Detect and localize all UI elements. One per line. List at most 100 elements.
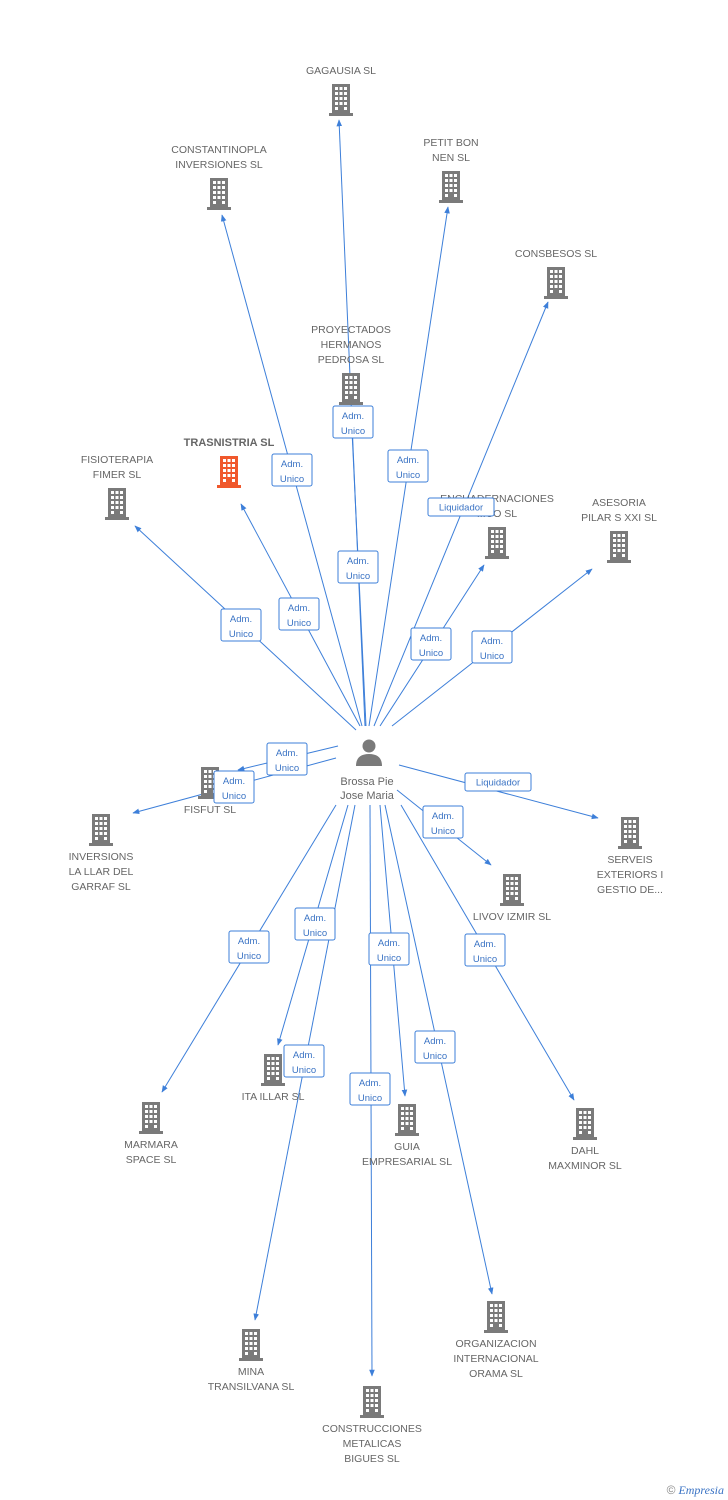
company-name: GAGAUSIA SL [306, 65, 376, 77]
edge-label-text: Unico [275, 763, 299, 774]
edge-label-text: Adm. [420, 633, 442, 644]
edge-label-box [427, 497, 495, 517]
edge-label-encuadernaciones[interactable]: Adm. Unico [410, 627, 452, 661]
edge-label-text: Unico [287, 618, 311, 629]
edge-label-consbesos[interactable]: Liquidador [427, 497, 495, 517]
company-name: CONSTANTINOPLA [171, 144, 266, 156]
person-name: Jose Maria [340, 790, 395, 802]
building-icon [360, 1386, 384, 1418]
edge-label-ita-illar[interactable]: Adm.Unico [294, 907, 336, 941]
company-node-ita-illar[interactable]: ITA ILLAR SL [242, 1054, 305, 1103]
edge-label-text: Adm. [223, 776, 245, 787]
company-node-consbesos[interactable]: CONSBESOS SL [515, 248, 597, 299]
company-node-mina[interactable]: MINA TRANSILVANA SL [208, 1329, 295, 1393]
edge-label-guia[interactable]: Adm.Unico [368, 932, 410, 966]
company-name: PROYECTADOS [311, 324, 391, 336]
person-icon [356, 739, 382, 766]
company-node-fisfut[interactable]: FISFUT SL [184, 767, 236, 816]
edge-label-text: Adm. [347, 556, 369, 567]
edge-label-petit-bon[interactable]: Adm.Unico [387, 449, 429, 483]
company-node-proyectados[interactable]: PROYECTADOS HERMANOS PEDROSA SL [311, 324, 391, 405]
edge-label-gagausia[interactable]: Adm. Unico [332, 405, 374, 439]
edge-label-text: Adm. [293, 1050, 315, 1061]
company-name: PEDROSA SL [318, 354, 385, 366]
company-name: ORAMA SL [469, 1368, 523, 1380]
company-node-trasnistria[interactable]: TRASNISTRIA SL [184, 437, 275, 488]
company-name: ASESORIA [592, 497, 646, 509]
company-node-constantinopla[interactable]: CONSTANTINOPLA INVERSIONES SL [171, 144, 267, 210]
edge-label-text: Unico [431, 826, 455, 837]
building-icon [618, 817, 642, 849]
edge-label-text: Adm. [342, 411, 364, 422]
company-node-gagausia[interactable]: GAGAUSIA SL [306, 65, 376, 116]
company-name: GESTIO DE... [597, 884, 663, 896]
edge-label-text: Adm. [474, 939, 496, 950]
edge-label-mina[interactable]: Adm.Unico [283, 1044, 325, 1078]
edge-label-box [422, 805, 464, 839]
building-icon [484, 1301, 508, 1333]
company-name: MARMARA [124, 1139, 178, 1151]
company-name: INVERSIONS [69, 851, 134, 863]
edge-label-text: Adm. [481, 636, 503, 647]
building-icon [439, 171, 463, 203]
edge-label-text: Unico [237, 951, 261, 962]
company-name: HERMANOS [321, 339, 382, 351]
building-icon [395, 1104, 419, 1136]
company-name: INVERSIONES SL [175, 159, 263, 171]
company-name: BIGUES SL [344, 1453, 400, 1465]
edge-label-text: Unico [419, 648, 443, 659]
building-icon [217, 456, 241, 488]
edge-label-asesoria[interactable]: Adm. Unico [471, 630, 513, 664]
company-name: PILAR S XXI SL [581, 512, 657, 524]
edge-label-text: Unico [341, 426, 365, 437]
building-icon [485, 527, 509, 559]
building-icon [329, 84, 353, 116]
company-name: MAXMINOR SL [548, 1160, 622, 1172]
company-name: EXTERIORS I [597, 869, 664, 881]
building-icon [607, 531, 631, 563]
edge-label-proyectados[interactable]: Adm.Unico [337, 550, 379, 584]
company-node-livov[interactable]: LIVOV IZMIR SL [473, 874, 551, 923]
brand-name: Empresia [678, 1483, 724, 1497]
edge-label-inversions[interactable]: Adm.Unico [213, 770, 255, 804]
edge-label-serveis[interactable]: Liquidador [464, 772, 532, 792]
edge-label-dahl[interactable]: Adm. Unico [464, 933, 506, 967]
company-name: LA LLAR DEL [69, 866, 134, 878]
company-name: EMPRESARIAL SL [362, 1156, 452, 1168]
company-node-asesoria[interactable]: ASESORIA PILAR S XXI SL [581, 497, 657, 563]
company-node-inversions[interactable]: INVERSIONS LA LLAR DEL GARRAF SL [69, 814, 134, 893]
company-name: TRANSILVANA SL [208, 1381, 295, 1393]
edge-label-text: Unico [480, 651, 504, 662]
edge-label-box [266, 742, 308, 776]
company-name: GARRAF SL [71, 881, 131, 893]
company-name: NEN SL [432, 152, 470, 164]
building-icon [139, 1102, 163, 1134]
edge-label-organizacion[interactable]: Adm.Unico [414, 1030, 456, 1064]
footer-brand[interactable]: ©Empresia [667, 1483, 724, 1498]
edge-label-box [464, 772, 532, 792]
edge-label-fisfut[interactable]: Adm.Unico [266, 742, 308, 776]
edge-label-text: Adm. [424, 1036, 446, 1047]
company-name: MINA [238, 1366, 264, 1378]
edge-label-fisioterapia[interactable]: Adm.Unico [220, 608, 262, 642]
edge-label-livov[interactable]: Adm. Unico [422, 805, 464, 839]
building-icon [544, 267, 568, 299]
edge-label-text: Unico [473, 954, 497, 965]
building-icon [261, 1054, 285, 1086]
edge-label-marmara[interactable]: Adm.Unico [228, 930, 270, 964]
edge-label-construcciones[interactable]: Adm.Unico [349, 1072, 391, 1106]
edge-label-text: Adm. [359, 1078, 381, 1089]
edge-label-text: Adm. [432, 811, 454, 822]
edge-label-constantinopla[interactable]: Adm.Unico [271, 453, 313, 487]
edge-label-trasnistria[interactable]: Adm.Unico [278, 597, 320, 631]
company-name: LIVOV IZMIR SL [473, 911, 551, 923]
